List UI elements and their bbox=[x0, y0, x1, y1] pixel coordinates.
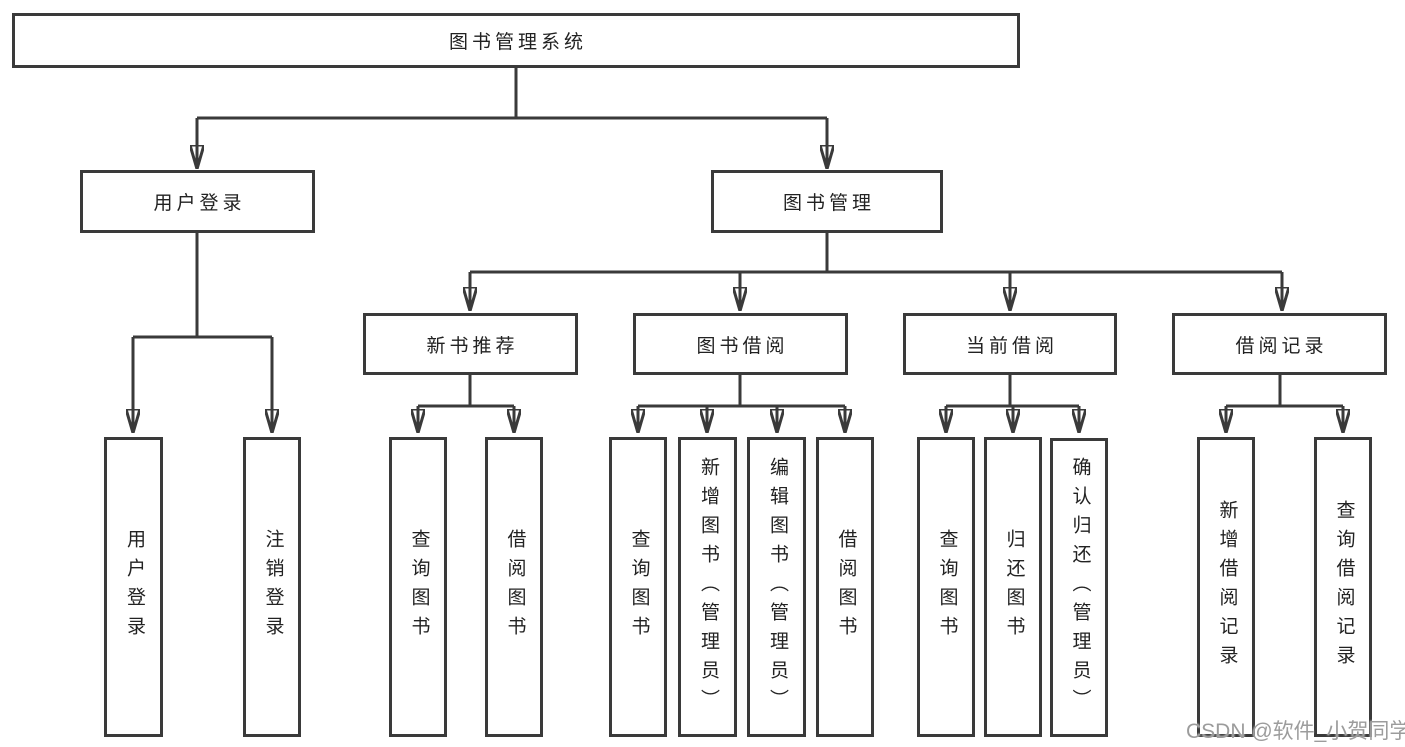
leaf-logout: 注销登录 bbox=[243, 437, 301, 737]
leaf-label: 新增图书（管理员） bbox=[697, 456, 719, 718]
node-label: 用户登录 bbox=[153, 193, 246, 214]
leaf-label: 查询图书 bbox=[628, 529, 650, 645]
leaf-label: 查询图书 bbox=[936, 529, 958, 645]
leaf-label: 用户登录 bbox=[123, 529, 145, 645]
leaf-label: 借阅图书 bbox=[835, 529, 857, 645]
leaf-query-borrow-record: 查询借阅记录 bbox=[1314, 437, 1372, 737]
node-book-management-branch: 图书管理 bbox=[711, 170, 943, 233]
leaf-user-login: 用户登录 bbox=[104, 437, 163, 737]
node-label: 当前借阅 bbox=[965, 335, 1058, 357]
node-borrow-records: 借阅记录 bbox=[1172, 313, 1387, 375]
leaf-confirm-return-admin: 确认归还（管理员） bbox=[1050, 438, 1108, 737]
leaf-label: 编辑图书（管理员） bbox=[766, 456, 788, 718]
node-label: 图书借阅 bbox=[696, 335, 789, 357]
leaf-label: 确认归还（管理员） bbox=[1069, 457, 1091, 718]
node-user-login-branch: 用户登录 bbox=[80, 170, 315, 233]
leaf-label: 新增借阅记录 bbox=[1216, 500, 1238, 674]
node-book-borrow: 图书借阅 bbox=[633, 313, 848, 375]
leaf-query-books: 查询图书 bbox=[609, 437, 667, 737]
leaf-borrow-books: 借阅图书 bbox=[816, 437, 874, 737]
node-new-book-recommend: 新书推荐 bbox=[363, 313, 578, 375]
leaf-add-books-admin: 新增图书（管理员） bbox=[678, 437, 737, 737]
node-label: 图书管理 bbox=[782, 193, 875, 214]
leaf-label: 注销登录 bbox=[262, 529, 284, 645]
leaf-add-borrow-record: 新增借阅记录 bbox=[1197, 437, 1255, 737]
leaf-label: 查询借阅记录 bbox=[1333, 500, 1355, 674]
node-label: 新书推荐 bbox=[426, 335, 519, 357]
leaf-query-books: 查询图书 bbox=[917, 437, 975, 737]
node-label: 借阅记录 bbox=[1235, 335, 1328, 357]
node-root-label: 图书管理系统 bbox=[448, 32, 587, 53]
leaf-edit-books-admin: 编辑图书（管理员） bbox=[747, 437, 806, 737]
leaf-label: 归还图书 bbox=[1003, 529, 1025, 645]
leaf-query-books: 查询图书 bbox=[389, 437, 447, 737]
leaf-label: 查询图书 bbox=[408, 529, 430, 645]
node-current-borrow: 当前借阅 bbox=[903, 313, 1117, 375]
leaf-return-books: 归还图书 bbox=[984, 437, 1042, 737]
leaf-label: 借阅图书 bbox=[504, 529, 526, 645]
leaf-borrow-books: 借阅图书 bbox=[485, 437, 543, 737]
csdn-watermark: CSDN @软件_小贺同学 bbox=[1186, 720, 1405, 743]
node-root-system: 图书管理系统 bbox=[12, 13, 1020, 68]
